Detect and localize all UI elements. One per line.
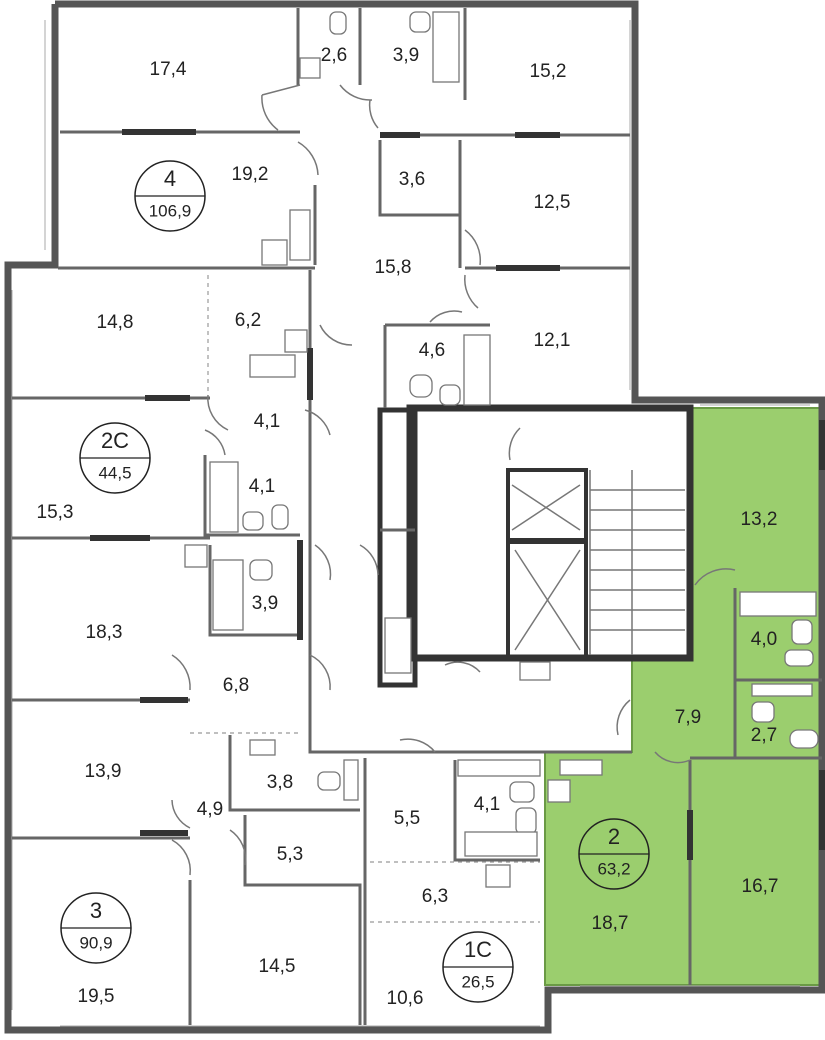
stair-core [377,404,694,688]
room-area: 4,6 [419,340,445,361]
apartment-number: 2 [608,824,620,849]
apartment-number: 1С [464,937,492,962]
room-area: 4,1 [474,794,500,815]
room-area: 13,2 [741,509,778,530]
room-area: 4,1 [249,476,275,497]
room-area: 15,2 [530,61,567,82]
room-area: 14,5 [259,956,296,977]
apartment-badge-2[interactable]: 2 63,2 [578,818,650,890]
room-area: 12,5 [534,192,571,213]
apartment-area: 44,5 [98,463,131,482]
room-area: 2,7 [751,725,777,746]
outer-walls [4,0,825,1034]
room-area: 15,3 [37,502,74,523]
room-area: 19,5 [78,986,115,1007]
room-area: 4,1 [254,411,280,432]
room-area: 18,3 [86,622,123,643]
apartment-badge-4[interactable]: 4 106,9 [134,160,206,232]
apartment-badge-3[interactable]: 3 90,9 [60,892,132,964]
room-area: 4,0 [751,629,777,650]
room-area: 12,1 [534,330,571,351]
room-area: 17,4 [150,59,187,80]
room-area: 3,9 [252,593,278,614]
apartment-area: 26,5 [461,972,494,991]
apartment-badge-2c[interactable]: 2С 44,5 [79,422,151,494]
apartment-area: 106,9 [149,201,192,220]
room-area: 2,6 [321,45,347,66]
door-swings [171,84,736,876]
room-area: 14,8 [97,312,134,333]
apartment-badge-1c[interactable]: 1С 26,5 [442,931,514,1003]
room-area: 4,9 [197,799,223,820]
room-area: 18,7 [592,913,629,934]
room-areas: 17,4 2,6 3,9 15,2 19,2 3,6 12,5 15,8 14,… [37,45,779,1009]
apartment-number: 4 [164,166,176,191]
room-area: 19,2 [232,164,269,185]
room-area: 7,9 [675,707,701,728]
room-area: 10,6 [387,988,424,1009]
apartment-number: 2С [101,428,129,453]
room-area: 16,7 [742,876,779,897]
room-area: 6,8 [223,675,249,696]
room-area: 5,5 [394,808,420,829]
wall-accents [90,129,825,860]
room-area: 3,6 [399,169,425,190]
apartment-area: 90,9 [79,933,112,952]
apartment-area: 63,2 [597,859,630,878]
room-area: 6,2 [235,310,261,331]
room-area: 3,9 [393,45,419,66]
room-area: 13,9 [85,761,122,782]
bathroom-fixtures [184,11,819,888]
stairs [589,470,685,655]
room-area: 15,8 [375,257,412,278]
room-area: 5,3 [277,844,303,865]
apartment-number: 3 [90,898,102,923]
room-area: 3,8 [267,772,293,793]
room-area: 6,3 [422,886,448,907]
